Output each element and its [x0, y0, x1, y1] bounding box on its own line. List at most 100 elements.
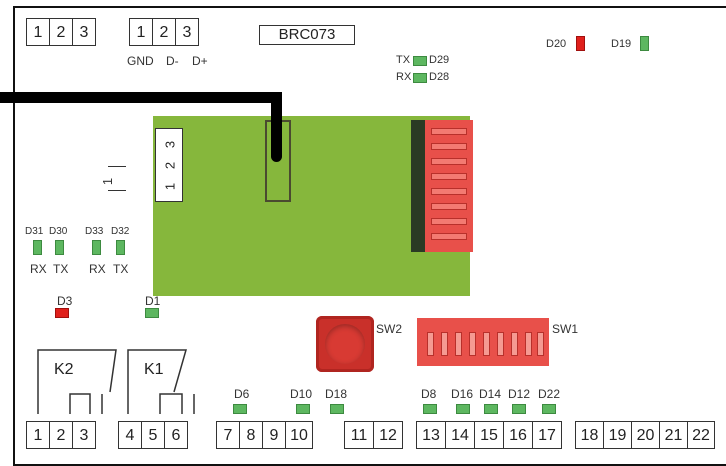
dip-lever[interactable]	[497, 332, 504, 356]
led-d29	[413, 56, 427, 66]
cable	[0, 92, 282, 103]
rx-label: RX	[30, 262, 47, 276]
tx-label: TX	[113, 262, 129, 276]
led-d20	[576, 36, 585, 51]
dip-lever[interactable]	[483, 332, 490, 356]
led-d33	[92, 240, 101, 255]
board-id-label: BRC073	[259, 25, 355, 45]
led-d31	[33, 240, 42, 255]
terminal-pin: 3	[175, 18, 199, 46]
bottom-terminal-block-3: 7 8 9 10	[216, 421, 313, 449]
dip-lever[interactable]	[455, 332, 462, 356]
led-d6	[233, 404, 247, 414]
dip-lever[interactable]	[431, 188, 467, 195]
relay-k1-label: K1	[144, 361, 164, 378]
terminal-pin: 6	[164, 421, 188, 449]
led-d10	[296, 404, 310, 414]
dip-lever[interactable]	[431, 203, 467, 210]
dip-lever[interactable]	[469, 332, 476, 356]
gnd-label: GND	[127, 54, 154, 68]
connector-line	[108, 190, 126, 191]
led-d8	[423, 404, 437, 414]
module-connector: 3 2 1	[155, 128, 183, 202]
led-d3-label: D3	[57, 294, 73, 308]
terminal-pin: 9	[262, 421, 286, 449]
terminal-pin: 18	[575, 421, 604, 449]
bottom-terminal-block-5: 13 14 15 16 17	[416, 421, 562, 449]
led-d31-label: D31	[25, 226, 44, 237]
dip-lever[interactable]	[511, 332, 518, 356]
led-d8-label: D8	[421, 387, 437, 401]
led-d3	[55, 308, 69, 318]
terminal-pin: 13	[416, 421, 446, 449]
led-d33-label: D33	[85, 226, 104, 237]
dip-lever[interactable]	[441, 332, 448, 356]
led-d1	[145, 308, 159, 318]
dip-body	[425, 120, 473, 252]
led-d6-label: D6	[234, 387, 250, 401]
terminal-pin: 4	[118, 421, 142, 449]
led-d32	[116, 240, 125, 255]
connector-side-label: 1	[100, 177, 116, 186]
dip-lever[interactable]	[525, 332, 532, 356]
led-tx-prefix: TX	[396, 54, 411, 66]
led-d18-label: D18	[325, 387, 348, 401]
relay-symbols: K2 K1	[37, 349, 195, 414]
button-cap	[325, 324, 365, 364]
connector-pin: 2	[162, 161, 178, 170]
d-minus-label: D-	[166, 54, 179, 68]
dip-lever[interactable]	[427, 332, 434, 356]
terminal-pin: 12	[373, 421, 403, 449]
led-d12-label: D12	[508, 387, 531, 401]
terminal-pin: 15	[474, 421, 504, 449]
led-d28	[413, 73, 427, 83]
terminal-pin: 2	[152, 18, 176, 46]
dip-lever[interactable]	[431, 143, 467, 150]
sw2-label: SW2	[376, 322, 403, 336]
terminal-pin: 3	[72, 18, 96, 46]
led-d18	[330, 404, 344, 414]
relay-k2-label: K2	[54, 361, 74, 378]
terminal-pin: 11	[344, 421, 374, 449]
led-d14	[484, 404, 498, 414]
dip-lever[interactable]	[537, 332, 544, 356]
bottom-terminal-block-6: 18 19 20 21 22	[575, 421, 715, 449]
terminal-pin: 3	[72, 421, 96, 449]
led-d22	[542, 404, 556, 414]
top-terminal-block-a: 1 2 3	[26, 18, 96, 46]
terminal-pin: 1	[26, 421, 50, 449]
terminal-pin: 20	[631, 421, 660, 449]
dip-lever[interactable]	[431, 128, 467, 135]
dip-lever[interactable]	[431, 173, 467, 180]
cable-end	[271, 100, 282, 162]
bottom-terminal-block-4: 11 12	[344, 421, 403, 449]
led-d16	[456, 404, 470, 414]
led-d20-label: D20	[546, 38, 567, 50]
led-d30	[55, 240, 64, 255]
led-d30-label: D30	[49, 226, 68, 237]
led-d14-label: D14	[479, 387, 502, 401]
top-terminal-block-b: 1 2 3	[129, 18, 199, 46]
terminal-pin: 19	[603, 421, 632, 449]
led-d19-label: D19	[611, 38, 632, 50]
bottom-terminal-block-1: 1 2 3	[26, 421, 96, 449]
terminal-pin: 22	[687, 421, 715, 449]
sw2-push-button[interactable]	[316, 316, 374, 372]
led-d29-label: D29	[429, 54, 450, 66]
connector-pin: 1	[162, 182, 178, 191]
dip-lever[interactable]	[431, 233, 467, 240]
dip-lever[interactable]	[431, 158, 467, 165]
tx-label: TX	[53, 262, 69, 276]
sw1-label: SW1	[552, 322, 579, 336]
d-plus-label: D+	[192, 54, 208, 68]
led-d32-label: D32	[111, 226, 130, 237]
terminal-pin: 21	[659, 421, 688, 449]
rx-label: RX	[89, 262, 106, 276]
dip-lever[interactable]	[431, 218, 467, 225]
terminal-pin: 16	[503, 421, 533, 449]
terminal-pin: 1	[129, 18, 153, 46]
terminal-pin: 2	[49, 18, 73, 46]
terminal-pin: 8	[239, 421, 263, 449]
terminal-pin: 1	[26, 18, 50, 46]
connector-line	[108, 166, 126, 167]
